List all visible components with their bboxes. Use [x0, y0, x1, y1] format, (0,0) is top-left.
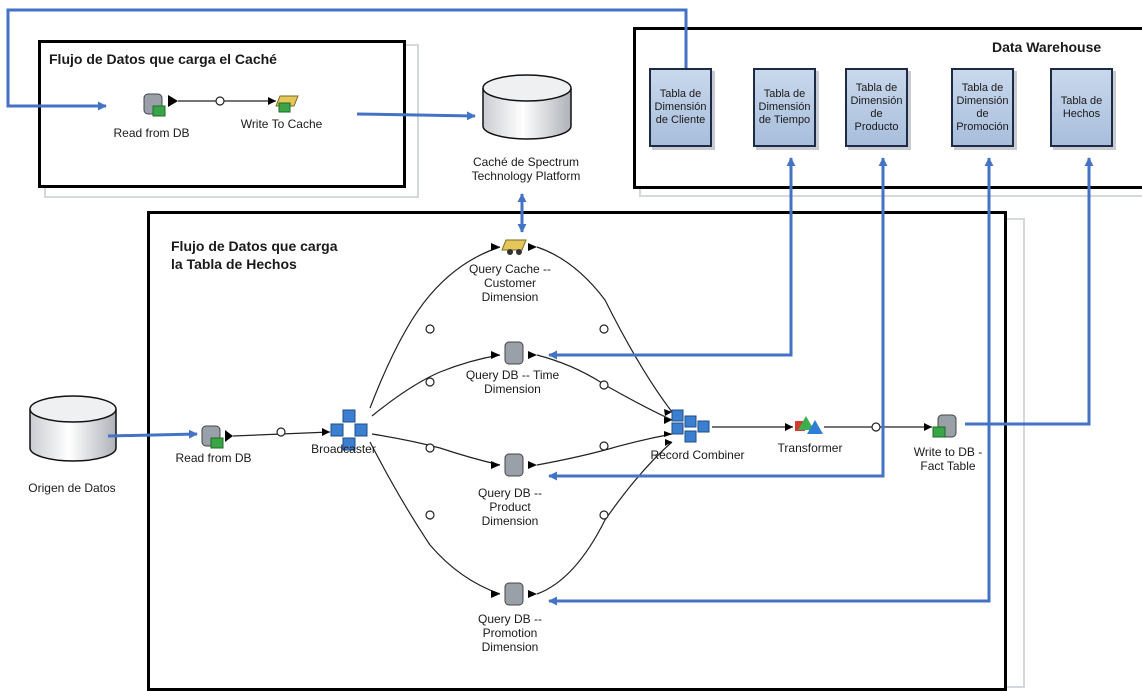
query-promotion-label: Query DB -- Promotion Dimension [477, 612, 542, 654]
fact-write-label: Write to DB - Fact Table [913, 445, 983, 473]
query-cache-icon [501, 239, 537, 255]
fact-read-label: Read from DB [175, 451, 252, 465]
broadcaster-label: Broadcaster [311, 442, 376, 456]
database-write-icon [932, 414, 957, 438]
database-read-icon [201, 425, 233, 449]
cache-flow-box [38, 40, 406, 188]
record-combiner-icon [671, 409, 710, 443]
query-db-icon [504, 582, 537, 606]
broadcaster-icon [330, 409, 368, 451]
database-read-icon [143, 93, 178, 117]
transformer-icon [795, 416, 823, 434]
query-db-icon [504, 341, 537, 365]
table-facts: Tabla de Hechos [1050, 68, 1113, 147]
source-cylinder [29, 395, 117, 462]
fact-flow-title: Flujo de Datos que carga la Tabla de Hec… [171, 238, 338, 272]
cache-read-label: Read from DB [113, 126, 190, 140]
warehouse-title: Data Warehouse [992, 39, 1102, 55]
cache-write-label: Write To Cache [240, 117, 323, 131]
cache-flow-title: Flujo de Datos que carga el Caché [49, 51, 277, 67]
cache-store-cylinder [482, 74, 572, 140]
query-time-label: Query DB -- Time Dimension [465, 368, 560, 396]
combiner-label: Record Combiner [650, 448, 745, 462]
table-customer-dimension: Tabla de Dimensión de Cliente [649, 68, 712, 147]
cache-store-label: Caché de Spectrum Technology Platform [471, 155, 581, 183]
query-db-icon [504, 453, 537, 477]
write-cache-icon [275, 95, 299, 113]
source-label: Origen de Datos [28, 481, 116, 495]
query-product-label: Query DB -- Product Dimension [477, 486, 542, 528]
table-promotion-dimension: Tabla de Dimensión de Promoción [951, 68, 1014, 147]
transformer-label: Transformer [777, 441, 843, 455]
table-product-dimension: Tabla de Dimensión de Producto [845, 68, 908, 147]
table-time-dimension: Tabla de Dimensión de Tiempo [753, 68, 816, 147]
query-cache-label: Query Cache -- Customer Dimension [468, 262, 552, 304]
